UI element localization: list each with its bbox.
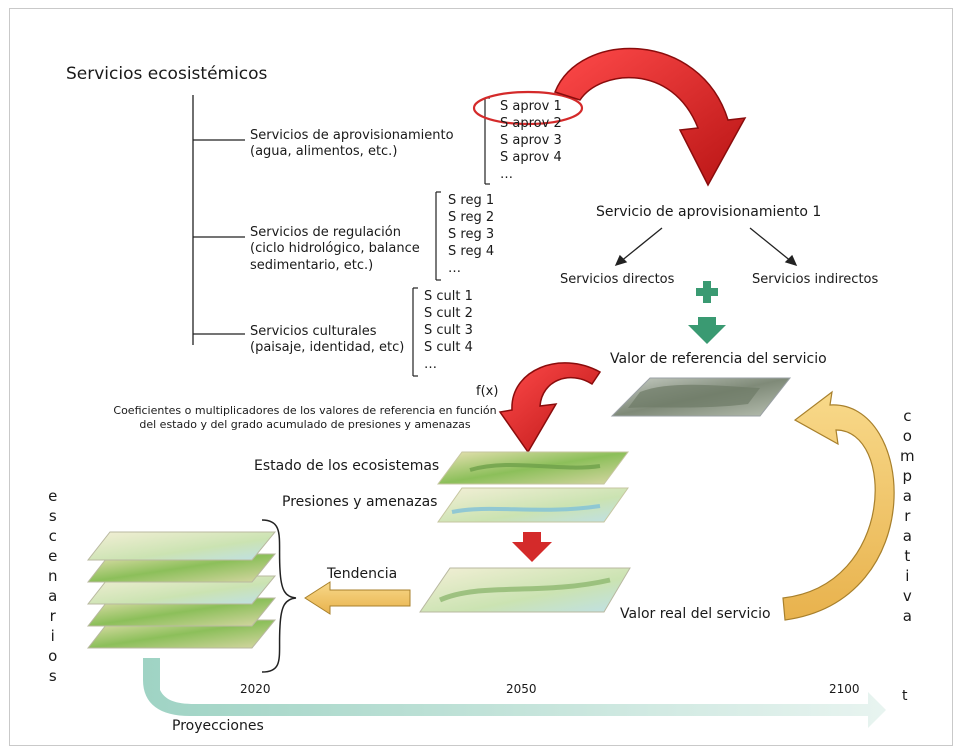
- timeline-arrow: [143, 658, 886, 728]
- red-curved-arrow-top: [554, 47, 747, 187]
- list-item: …: [500, 167, 513, 182]
- list-item: …: [424, 357, 437, 372]
- list-item: S aprov 4: [500, 150, 562, 165]
- list-item: S reg 2: [448, 210, 495, 225]
- branch-cultural-label: Servicios culturales (paisaje, identidad…: [250, 324, 405, 356]
- real-value-map: [419, 567, 631, 613]
- time-axis-label: t: [902, 688, 908, 704]
- coefficients-text: Coeficientes o multiplicadores de los va…: [113, 404, 497, 431]
- list-item: …: [448, 261, 461, 276]
- provisioning-items: S aprov 1 S aprov 2 S aprov 3 S aprov 4 …: [500, 98, 562, 183]
- state-map: [437, 451, 629, 485]
- reference-value-label: Valor de referencia del servicio: [610, 351, 827, 367]
- year-2020: 2020: [240, 682, 271, 696]
- scenarios-vertical-label: e s c e n a r i o s: [48, 487, 58, 685]
- list-item: S reg 1: [448, 193, 495, 208]
- real-value-label: Valor real del servicio: [620, 606, 771, 622]
- branch-provisioning-label: Servicios de aprovisionamiento (agua, al…: [250, 128, 454, 160]
- regulation-items: S reg 1 S reg 2 S reg 3 S reg 4 …: [448, 192, 494, 277]
- red-curved-arrow-middle: [498, 362, 602, 454]
- pressures-map: [437, 487, 629, 523]
- list-item: S aprov 1: [500, 99, 562, 114]
- comparison-vertical-label: c o m p a r a t i v a: [900, 407, 915, 625]
- split-arrows: [614, 227, 798, 267]
- list-item: S aprov 2: [500, 116, 562, 131]
- item-brackets: [412, 97, 490, 377]
- list-item: S aprov 3: [500, 133, 562, 148]
- red-down-arrow: [512, 532, 552, 562]
- main-title: Servicios ecosistémicos: [66, 64, 268, 84]
- list-item: S reg 4: [448, 244, 495, 259]
- trend-label: Tendencia: [327, 566, 398, 582]
- projections-label: Proyecciones: [172, 718, 264, 734]
- yellow-curved-arrow: [782, 390, 895, 621]
- green-down-arrow: [688, 317, 726, 344]
- highlight-ellipse: [472, 90, 584, 126]
- function-label: f(x): [476, 384, 499, 399]
- indirect-services: Servicios indirectos: [752, 272, 879, 287]
- reference-map: [610, 377, 792, 417]
- state-label: Estado de los ecosistemas: [254, 458, 440, 474]
- year-2050: 2050: [506, 682, 537, 696]
- direct-services: Servicios directos: [560, 272, 675, 287]
- pressures-label: Presiones y amenazas: [282, 494, 438, 510]
- service-title: Servicio de aprovisionamiento 1: [596, 204, 822, 220]
- list-item: S reg 3: [448, 227, 495, 242]
- slide-frame: [9, 8, 953, 746]
- scenario-bracket: [261, 519, 297, 673]
- year-2100: 2100: [829, 682, 860, 696]
- green-plus-icon: [696, 281, 718, 303]
- list-item: S cult 2: [424, 306, 473, 321]
- yellow-left-arrow: [304, 581, 411, 615]
- list-item: S cult 1: [424, 289, 473, 304]
- list-item: S cult 4: [424, 340, 473, 355]
- tree-lines: [192, 95, 245, 345]
- list-item: S cult 3: [424, 323, 473, 338]
- branch-regulation-label: Servicios de regulación (ciclo hidrológi…: [250, 225, 420, 273]
- cultural-items: S cult 1 S cult 2 S cult 3 S cult 4 …: [424, 288, 473, 373]
- scenario-map-stack: [86, 531, 277, 649]
